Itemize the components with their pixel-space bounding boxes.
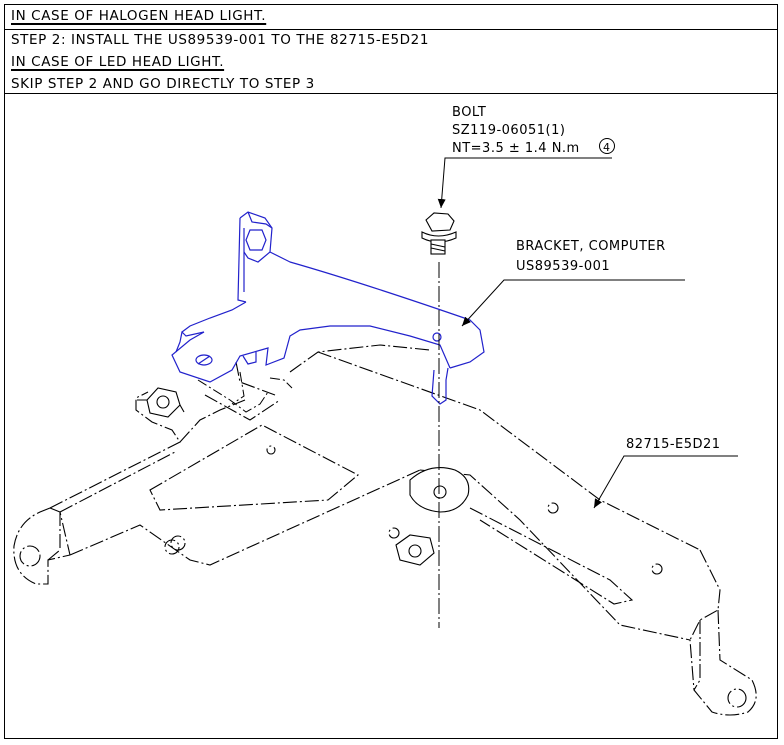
base-part-number-label: 82715-E5D21	[626, 437, 721, 452]
bracket-shadow	[197, 371, 293, 413]
led-step-text: SKIP STEP 2 AND GO DIRECTLY TO STEP 3	[11, 76, 315, 92]
led-heading: IN CASE OF LED HEAD LIGHT.	[11, 54, 225, 70]
weld-nut-lower	[395, 534, 435, 566]
led-step-row: SKIP STEP 2 AND GO DIRECTLY TO STEP 3	[5, 73, 777, 94]
bolt-part-number-label: SZ119-06051(1)	[452, 123, 565, 138]
bolt-callout: BOLT SZ119-06051(1) NT=3.5 ± 1.4 N.m 4	[452, 105, 615, 156]
bolt	[421, 212, 457, 255]
halogen-heading-row: IN CASE OF HALOGEN HEAD LIGHT.	[5, 5, 777, 29]
torque-symbol-number: 4	[603, 141, 611, 154]
base-plate	[13, 344, 757, 716]
drawing-frame: IN CASE OF HALOGEN HEAD LIGHT. STEP 2: I…	[4, 4, 778, 739]
note-divider	[5, 29, 777, 30]
halogen-heading: IN CASE OF HALOGEN HEAD LIGHT.	[11, 8, 267, 24]
instruction-notes: IN CASE OF HALOGEN HEAD LIGHT. STEP 2: I…	[5, 5, 777, 94]
base-callout: 82715-E5D21	[626, 437, 721, 452]
bolt-name-label: BOLT	[452, 105, 486, 120]
bracket-name-label: BRACKET, COMPUTER	[516, 239, 666, 254]
led-heading-row: IN CASE OF LED HEAD LIGHT.	[5, 51, 777, 73]
torque-symbol-circle	[599, 138, 615, 154]
halogen-step-text: STEP 2: INSTALL THE US89539-001 TO THE 8…	[11, 32, 430, 48]
bolt-torque-label: NT=3.5 ± 1.4 N.m	[452, 141, 580, 156]
bracket-part-number-label: US89539-001	[516, 259, 610, 274]
weld-nut-left	[137, 387, 185, 418]
bracket-computer	[171, 211, 485, 405]
halogen-step-row: STEP 2: INSTALL THE US89539-001 TO THE 8…	[5, 29, 777, 51]
bracket-callout: BRACKET, COMPUTER US89539-001	[516, 239, 666, 274]
leader-lines	[437, 157, 738, 509]
